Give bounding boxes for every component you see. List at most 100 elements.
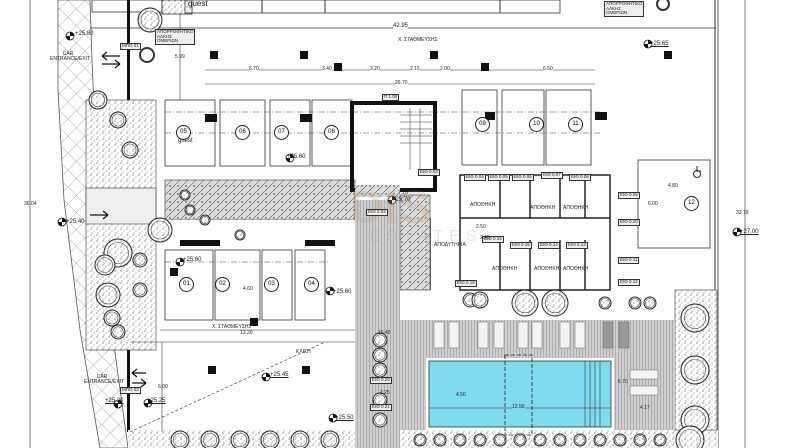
room-label: ΑΠΟΘΗΚΗ bbox=[563, 266, 589, 272]
tree-icon bbox=[598, 296, 612, 310]
room-code: ΕΙΘ 0.20 bbox=[370, 377, 392, 384]
level-label: +25.60 bbox=[183, 257, 202, 263]
room-label: ΑΠΟΘΗΚΗ bbox=[534, 266, 560, 272]
tree-icon bbox=[453, 433, 467, 447]
tree-icon bbox=[103, 309, 121, 327]
room-code: ΕΙΘ 0.10 bbox=[618, 219, 640, 226]
trees bbox=[88, 7, 710, 448]
tree-icon bbox=[184, 204, 196, 216]
dimension-label: 4.80 bbox=[668, 183, 678, 189]
drain-label-left: ΑΠΟΡΡΟΦΗΤΙΚΟ ΑΛΚΗΣ ΟΜΒΡΙΩΝ bbox=[155, 29, 195, 45]
level-label: +25.65 bbox=[650, 41, 669, 47]
room-code: ΕΙΘ 0.09 bbox=[618, 192, 640, 199]
tree-icon bbox=[94, 254, 116, 276]
planting-strip-middle bbox=[164, 179, 356, 221]
tree-icon bbox=[200, 430, 220, 448]
tree-icon bbox=[230, 430, 250, 448]
level-label: +25.20 bbox=[105, 398, 124, 404]
level-marker-icon bbox=[643, 39, 653, 49]
tree-icon bbox=[372, 362, 388, 378]
tree-icon bbox=[680, 355, 710, 385]
drain-label-right: ΑΠΟΡΡΟΦΗΤΙΚΟ ΑΛΚΗΣ ΟΜΒΡΙΩΝ bbox=[604, 1, 644, 17]
room-code: ΕΙΘ 0.02 bbox=[366, 209, 388, 216]
level-marker-icon bbox=[261, 372, 271, 382]
level-marker-icon bbox=[143, 398, 153, 408]
tree-icon bbox=[473, 433, 487, 447]
tree-icon bbox=[433, 433, 447, 447]
tree-icon bbox=[372, 412, 388, 428]
room-code: ΕΙΘ 0.03 bbox=[418, 169, 440, 176]
stair-core bbox=[350, 101, 437, 192]
swimming-pool bbox=[428, 360, 612, 428]
level-markers bbox=[57, 31, 742, 423]
room-label: ΑΠΟΘΗΚΗ bbox=[492, 266, 518, 272]
tree-icon bbox=[199, 214, 211, 226]
tree-icon bbox=[179, 189, 191, 201]
dimension-label: 6.00 bbox=[648, 201, 658, 207]
dimension-label: 3.40 bbox=[322, 66, 332, 72]
parking-number: 10 bbox=[529, 117, 544, 132]
level-marker-icon bbox=[285, 153, 295, 163]
room-label: ΑΠΟΔΥΤΗΡΙΑ bbox=[434, 242, 466, 248]
parking-number: 05 bbox=[176, 125, 191, 140]
dimension-label: 6.00 bbox=[158, 384, 168, 390]
boundary-wall-top bbox=[127, 0, 130, 100]
tree-icon bbox=[613, 433, 627, 447]
gate-label-1: ΜΠΟ 01 bbox=[120, 43, 141, 50]
room-code: ΕΙΘ 0.06 bbox=[512, 174, 534, 181]
stair-label: Π 1.00 bbox=[382, 94, 400, 101]
parking-number: 11 bbox=[568, 117, 583, 132]
dimension-label: 2.50 bbox=[476, 224, 486, 230]
tree-icon bbox=[88, 90, 108, 110]
level-marker-icon bbox=[328, 413, 338, 423]
room-code: ΕΙΘ 0.21 bbox=[370, 404, 392, 411]
guest-label: guest bbox=[178, 138, 193, 144]
wheelchair-icon bbox=[693, 166, 701, 178]
dimension-label: 13.20 bbox=[240, 330, 253, 336]
level-marker-icon bbox=[65, 31, 75, 41]
tree-icon bbox=[137, 7, 163, 33]
watermark-logo: DIS bbox=[350, 181, 433, 233]
ramp-label: ΚΛΙΣΗ bbox=[296, 349, 311, 355]
gate-label-2: ΜΠΟ 02 bbox=[120, 387, 141, 394]
level-marker-icon bbox=[57, 217, 67, 227]
room-label: ΑΠΟΘΗΚΗ bbox=[563, 205, 589, 211]
tree-icon bbox=[493, 433, 507, 447]
level-label: +27.00 bbox=[740, 229, 759, 235]
dimension-label: 33.79 bbox=[736, 210, 749, 216]
tree-icon bbox=[320, 430, 340, 448]
tree-icon bbox=[260, 430, 280, 448]
tree-icon bbox=[121, 141, 139, 159]
tree-icon bbox=[573, 433, 587, 447]
room-code: ΕΙΘ 0.15 bbox=[510, 242, 532, 249]
tree-icon bbox=[653, 433, 667, 447]
parking-number: 04 bbox=[304, 277, 319, 292]
parking-area-label: Χ. ΣΤΑΘΜΕΥΣΗΣ bbox=[212, 324, 252, 330]
room-label: ΑΠΟΘΗΚΗ bbox=[470, 202, 496, 208]
room-label: ΑΠΟΘΗΚΗ bbox=[530, 205, 556, 211]
level-label: +25.60 bbox=[287, 154, 306, 160]
parking-number: 01 bbox=[179, 277, 194, 292]
parking-number: 03 bbox=[264, 277, 279, 292]
dimension-label: 7.10 bbox=[398, 190, 408, 196]
tree-icon bbox=[511, 289, 539, 317]
tree-icon bbox=[680, 303, 710, 333]
stairs bbox=[400, 108, 432, 170]
room-code: ΕΙΘ 0.14 bbox=[538, 242, 560, 249]
dimension-label: 6.70 bbox=[618, 379, 628, 385]
tree-icon bbox=[234, 229, 246, 241]
dimension-label: 26.70 bbox=[395, 80, 408, 86]
columns bbox=[170, 51, 672, 374]
tree-icon bbox=[533, 433, 547, 447]
tree-icon bbox=[675, 425, 705, 448]
level-marker-icon bbox=[325, 286, 335, 296]
level-marker-icon bbox=[732, 227, 742, 237]
parking-number: 06 bbox=[235, 125, 250, 140]
tree-icon bbox=[633, 433, 647, 447]
pool-steps bbox=[584, 361, 601, 427]
tree-icon bbox=[95, 282, 121, 308]
dimension-label: 2.15 bbox=[410, 66, 420, 72]
dimension-label: 15.40 bbox=[378, 330, 391, 336]
room-code: ΕΙΘ 0.08 bbox=[569, 174, 591, 181]
tree-icon bbox=[147, 217, 173, 243]
